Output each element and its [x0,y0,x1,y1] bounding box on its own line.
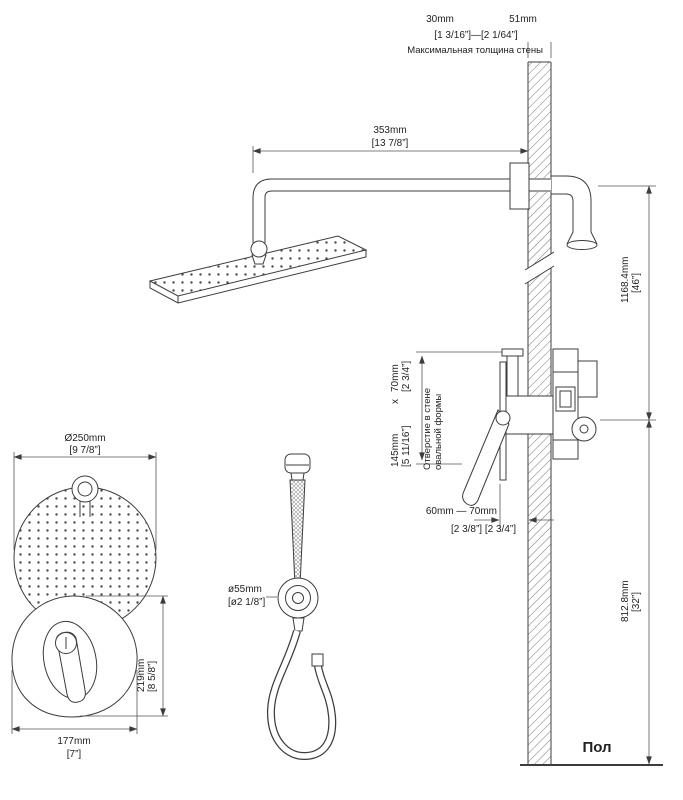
rain-shower-head-top [13,475,157,630]
trim-plate-front [11,595,138,718]
hole-width-text: 70mm [2 3/4”] [390,361,412,392]
plate-width-dimension: 177mm [7”] [11,670,138,760]
arm-length-dimension: 353mm [13 7/8”] [252,125,529,173]
wall-thickness-max: 51mm [509,14,537,25]
hole-width-mm: 70mm [390,364,401,392]
hand-shower [277,453,319,632]
valve-handle [462,409,511,506]
arm-length-inches: [13 7/8”] [372,138,409,149]
hole-height-text: 145mm [5 11/16”] [390,425,412,467]
handshower-diameter-dimension: ø55mm [ø2 1/8”] [228,584,277,608]
lower-height-dimension: 812.8mm [32”] [620,419,652,765]
hole-times: x [390,399,401,404]
hand-shower-hose [266,629,337,760]
lower-height-text: 812.8mm [32”] [620,578,642,622]
upper-height-text: 1168.4mm [46”] [620,254,642,303]
hose-connector [292,617,305,632]
valve-stem [505,395,554,435]
supply-elbow [551,175,598,250]
mixer-valve-side [462,348,598,506]
ball-joint [250,240,268,258]
lower-height-inches: [32”] [631,592,642,612]
upper-height-dimension: 1168.4mm [46”] [598,185,656,421]
wall-escutcheon [509,162,530,210]
valve-inlet-block [577,360,598,398]
hole-width-inches: [2 3/4”] [401,361,412,392]
plate-height-mm: 219mm [136,659,147,692]
shower-arm [252,162,551,243]
hose-outline [266,629,337,760]
plate-width-inches: [7”] [67,749,82,760]
lower-height-mm: 812.8mm [620,580,631,622]
arm-length-mm: 353mm [373,125,406,136]
diverter-cap [501,348,524,357]
head-diameter-dimension: Ø250mm [9 7/8”] [13,433,157,550]
valve-depth-mm: 60mm — 70mm [426,506,497,517]
hose-fitting [311,653,324,667]
oval-hole-note: Отверстие в стене овальной формы [422,385,444,470]
handshower-head [284,453,311,474]
floor-label: Пол [582,739,611,756]
handshower-neck [290,472,305,481]
oval-hole-dimension: 145mm [5 11/16”] x 70mm [2 3/4”] Отверст… [390,351,502,470]
oval-hole-note-line2: овальной формы [433,394,444,470]
upper-height-inches: [46”] [631,273,642,293]
wall-thickness-min: 30mm [426,14,454,25]
valve-depth-dimension: 60mm — 70mm [2 3/8”] [2 3/4”] [426,484,554,535]
wall-thickness-range-inches: [1 3/16”]—[2 1/64”] [434,30,518,41]
handshower-handle [289,479,306,586]
head-diameter-inches: [9 7/8”] [69,445,100,456]
head-diameter-mm: Ø250mm [64,433,105,444]
wall-thickness-dimension: 30mm 51mm [1 3/16”]—[2 1/64”] Максимальн… [407,14,552,58]
handshower-diameter-inches: [ø2 1/8”] [228,597,265,608]
plate-height-text: 219mm [8 5/8”] [136,656,158,692]
valve-depth-inches: [2 3/8”] [2 3/4”] [451,524,516,535]
hole-height-mm: 145mm [390,434,401,467]
plate-height-dimension: 219mm [8 5/8”] [80,595,168,717]
upper-height-mm: 1168.4mm [620,256,631,303]
plate-width-mm: 177mm [57,736,90,747]
handshower-diameter-mm: ø55mm [228,584,262,595]
oval-hole-note-line1: Отверстие в стене [422,388,433,470]
diverter-stem [506,352,519,397]
rain-shower-head-side [148,235,368,304]
hole-height-inches: [5 11/16”] [401,425,412,467]
plate-height-inches: [8 5/8”] [147,661,158,692]
wall-thickness-note: Максимальная толщина стены [407,45,543,56]
